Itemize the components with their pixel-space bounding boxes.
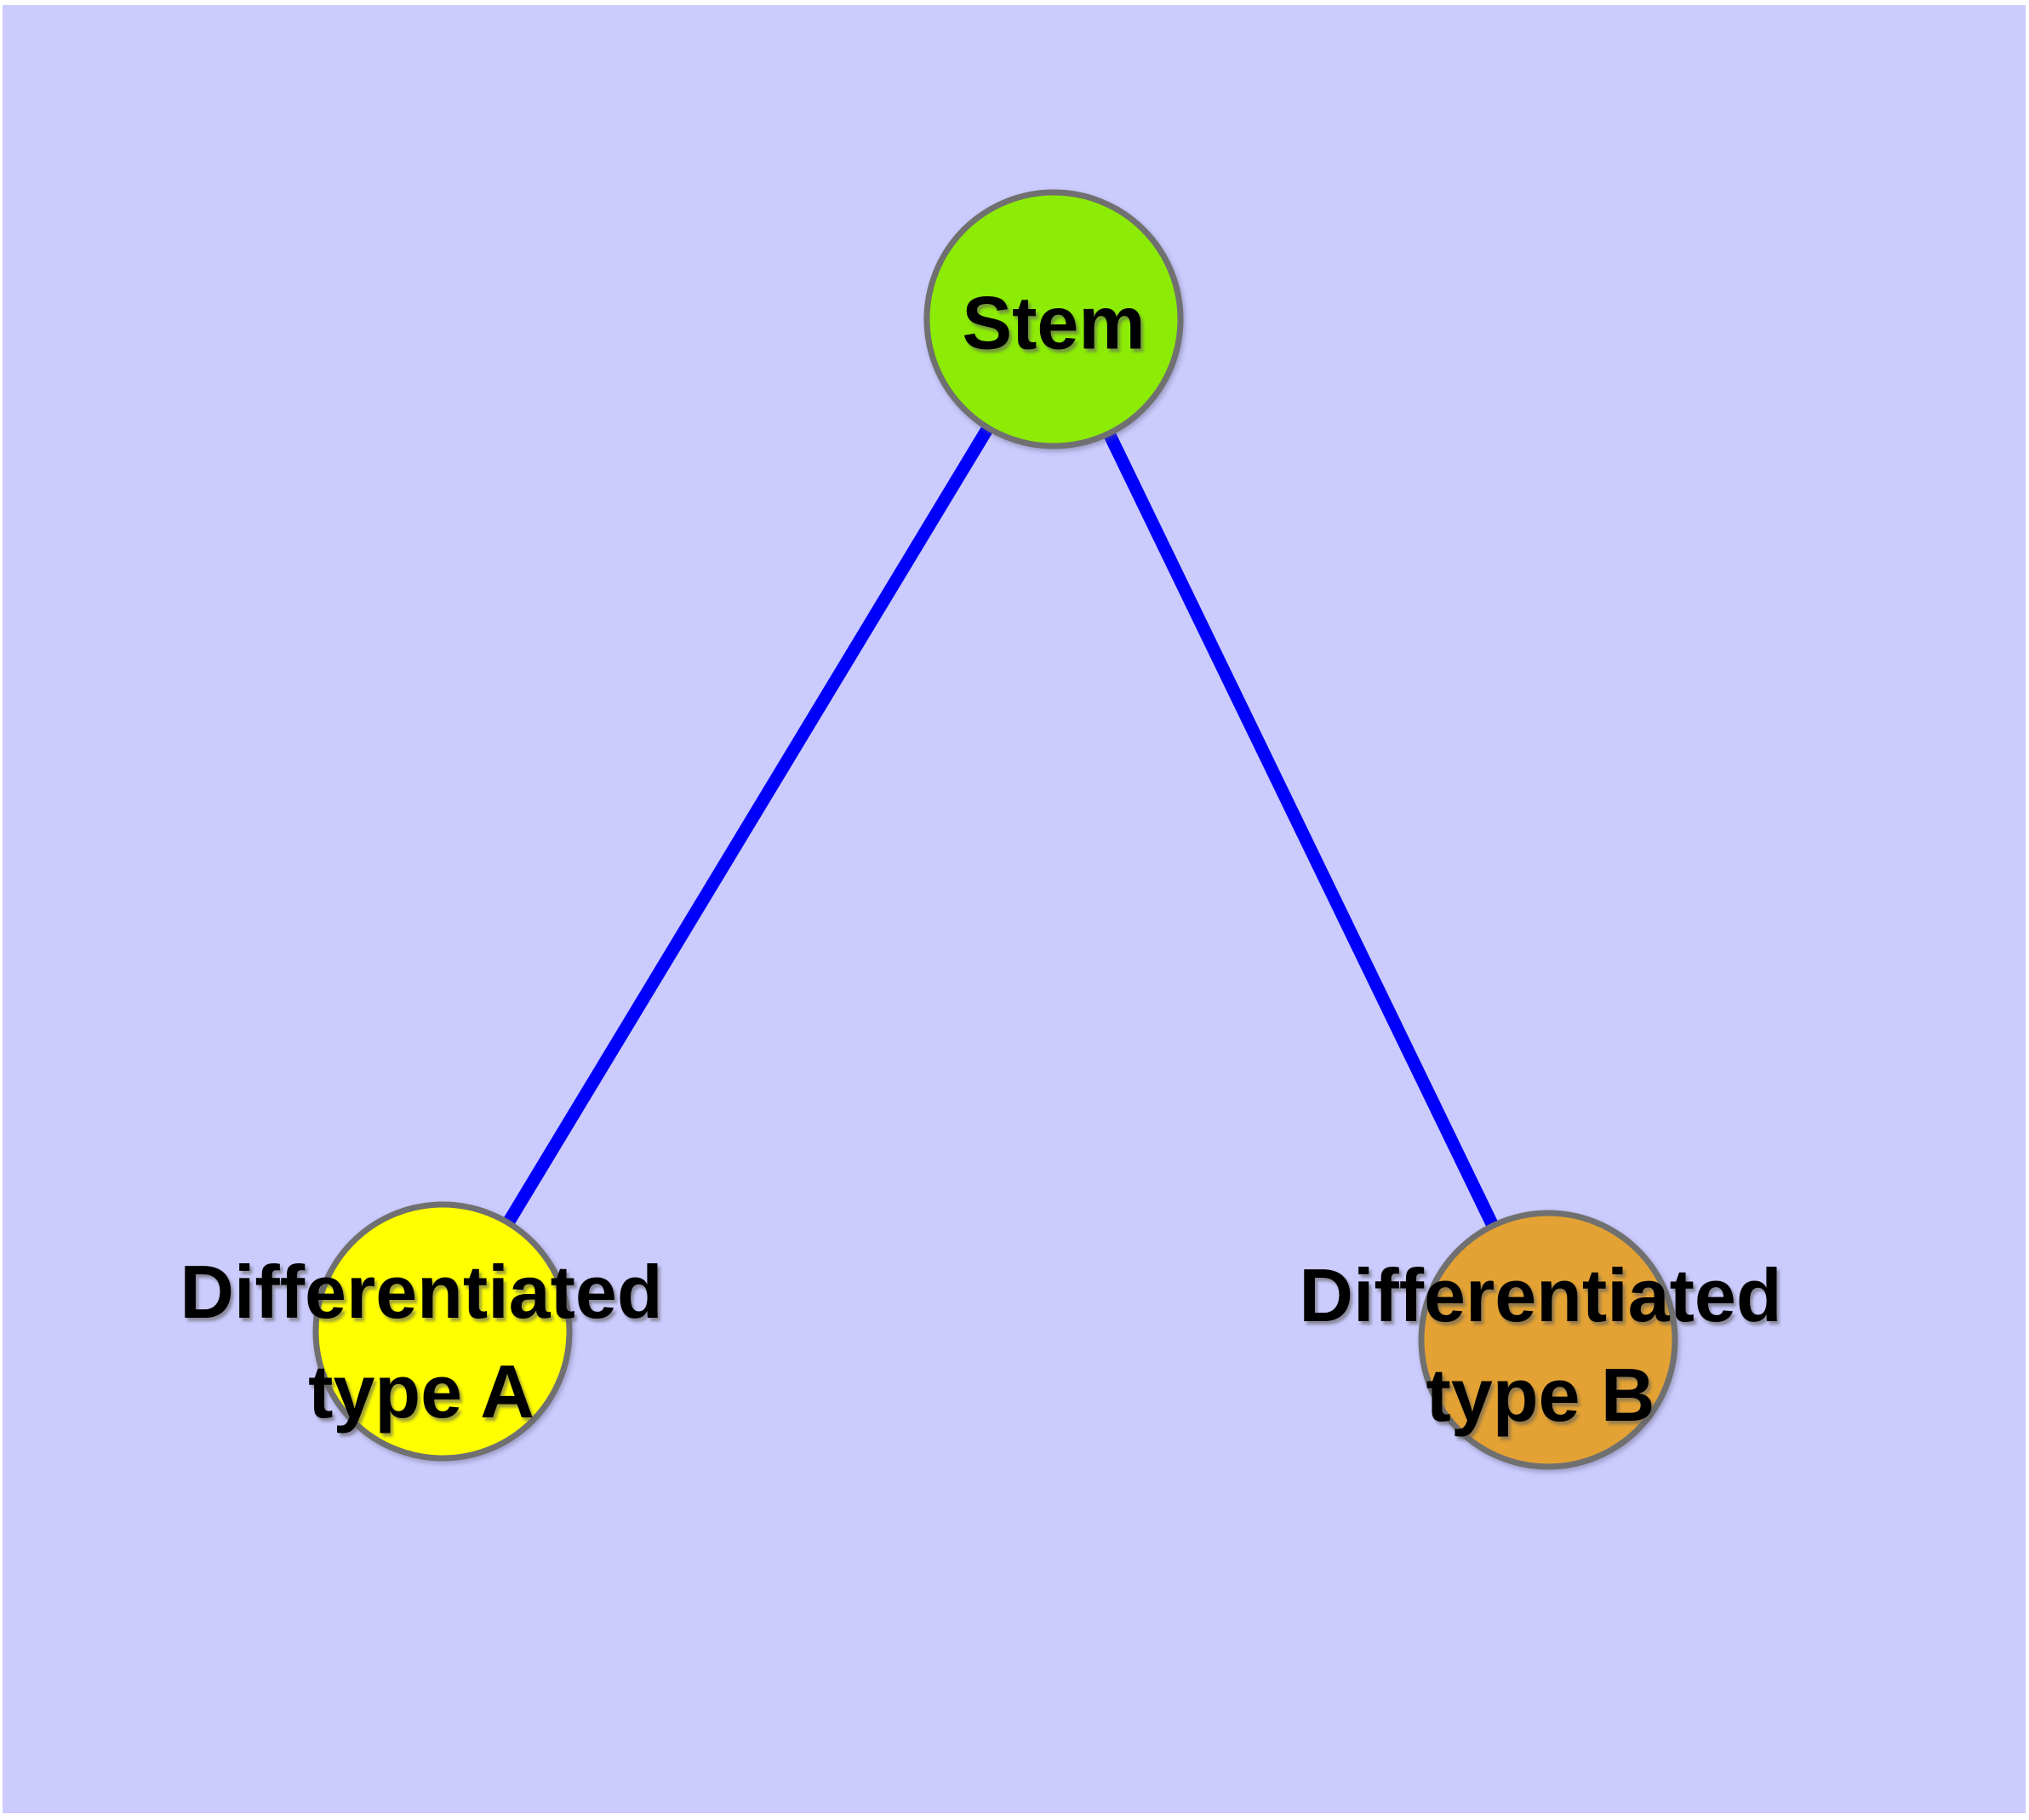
node-type-b[interactable]	[1418, 1210, 1678, 1470]
edge-stem-to-type-a	[437, 316, 1060, 1335]
node-stem[interactable]	[923, 189, 1184, 449]
edge-stem-to-type-b	[1048, 316, 1554, 1343]
node-type-a[interactable]	[312, 1201, 573, 1462]
